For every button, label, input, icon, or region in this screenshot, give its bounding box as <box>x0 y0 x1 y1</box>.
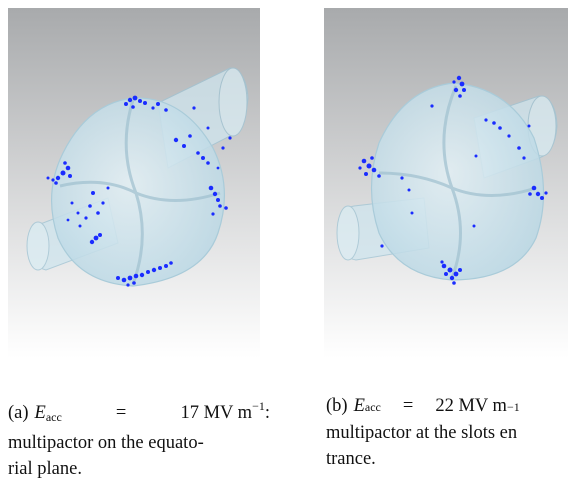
caption-a-line3: rial plane. <box>8 459 82 479</box>
caption-b-exponent: −1 <box>506 400 520 414</box>
caption-b-equals: = <box>402 396 414 416</box>
particles-b <box>358 75 548 285</box>
caption-a-line1: (a)Eacc = 17 MV m−1: <box>8 393 270 430</box>
cavity-render-a <box>8 8 260 358</box>
caption-b-label: (b) <box>326 396 348 416</box>
caption-a-label: (a) <box>8 403 29 423</box>
cavity-render-b <box>324 8 568 358</box>
caption-b-subscript: acc <box>364 400 381 414</box>
caption-a-after: : <box>264 403 270 423</box>
caption-b-line3: trance. <box>326 449 376 469</box>
caption-a-value: 17 MV m <box>180 403 253 423</box>
panel-b-image <box>324 8 568 358</box>
caption-b-symbol: E <box>353 396 365 416</box>
caption-a-symbol: E <box>34 403 46 423</box>
particles-a <box>46 95 232 287</box>
caption-a-subscript: acc <box>45 410 62 424</box>
caption-a-equals: = <box>115 403 127 423</box>
slot-grooves <box>378 85 537 279</box>
caption-a-line2: multipactor on the equato- <box>8 433 204 453</box>
slot-grooves <box>59 99 221 285</box>
caption-b-value: 22 MV m <box>435 396 507 416</box>
panel-a-image <box>8 8 260 358</box>
caption-b-line2: multipactor at the slots en <box>326 423 518 443</box>
caption-a-exponent: −1 <box>252 399 265 413</box>
caption-a: (a)Eacc = 17 MV m−1: multipactor on the … <box>8 393 270 482</box>
